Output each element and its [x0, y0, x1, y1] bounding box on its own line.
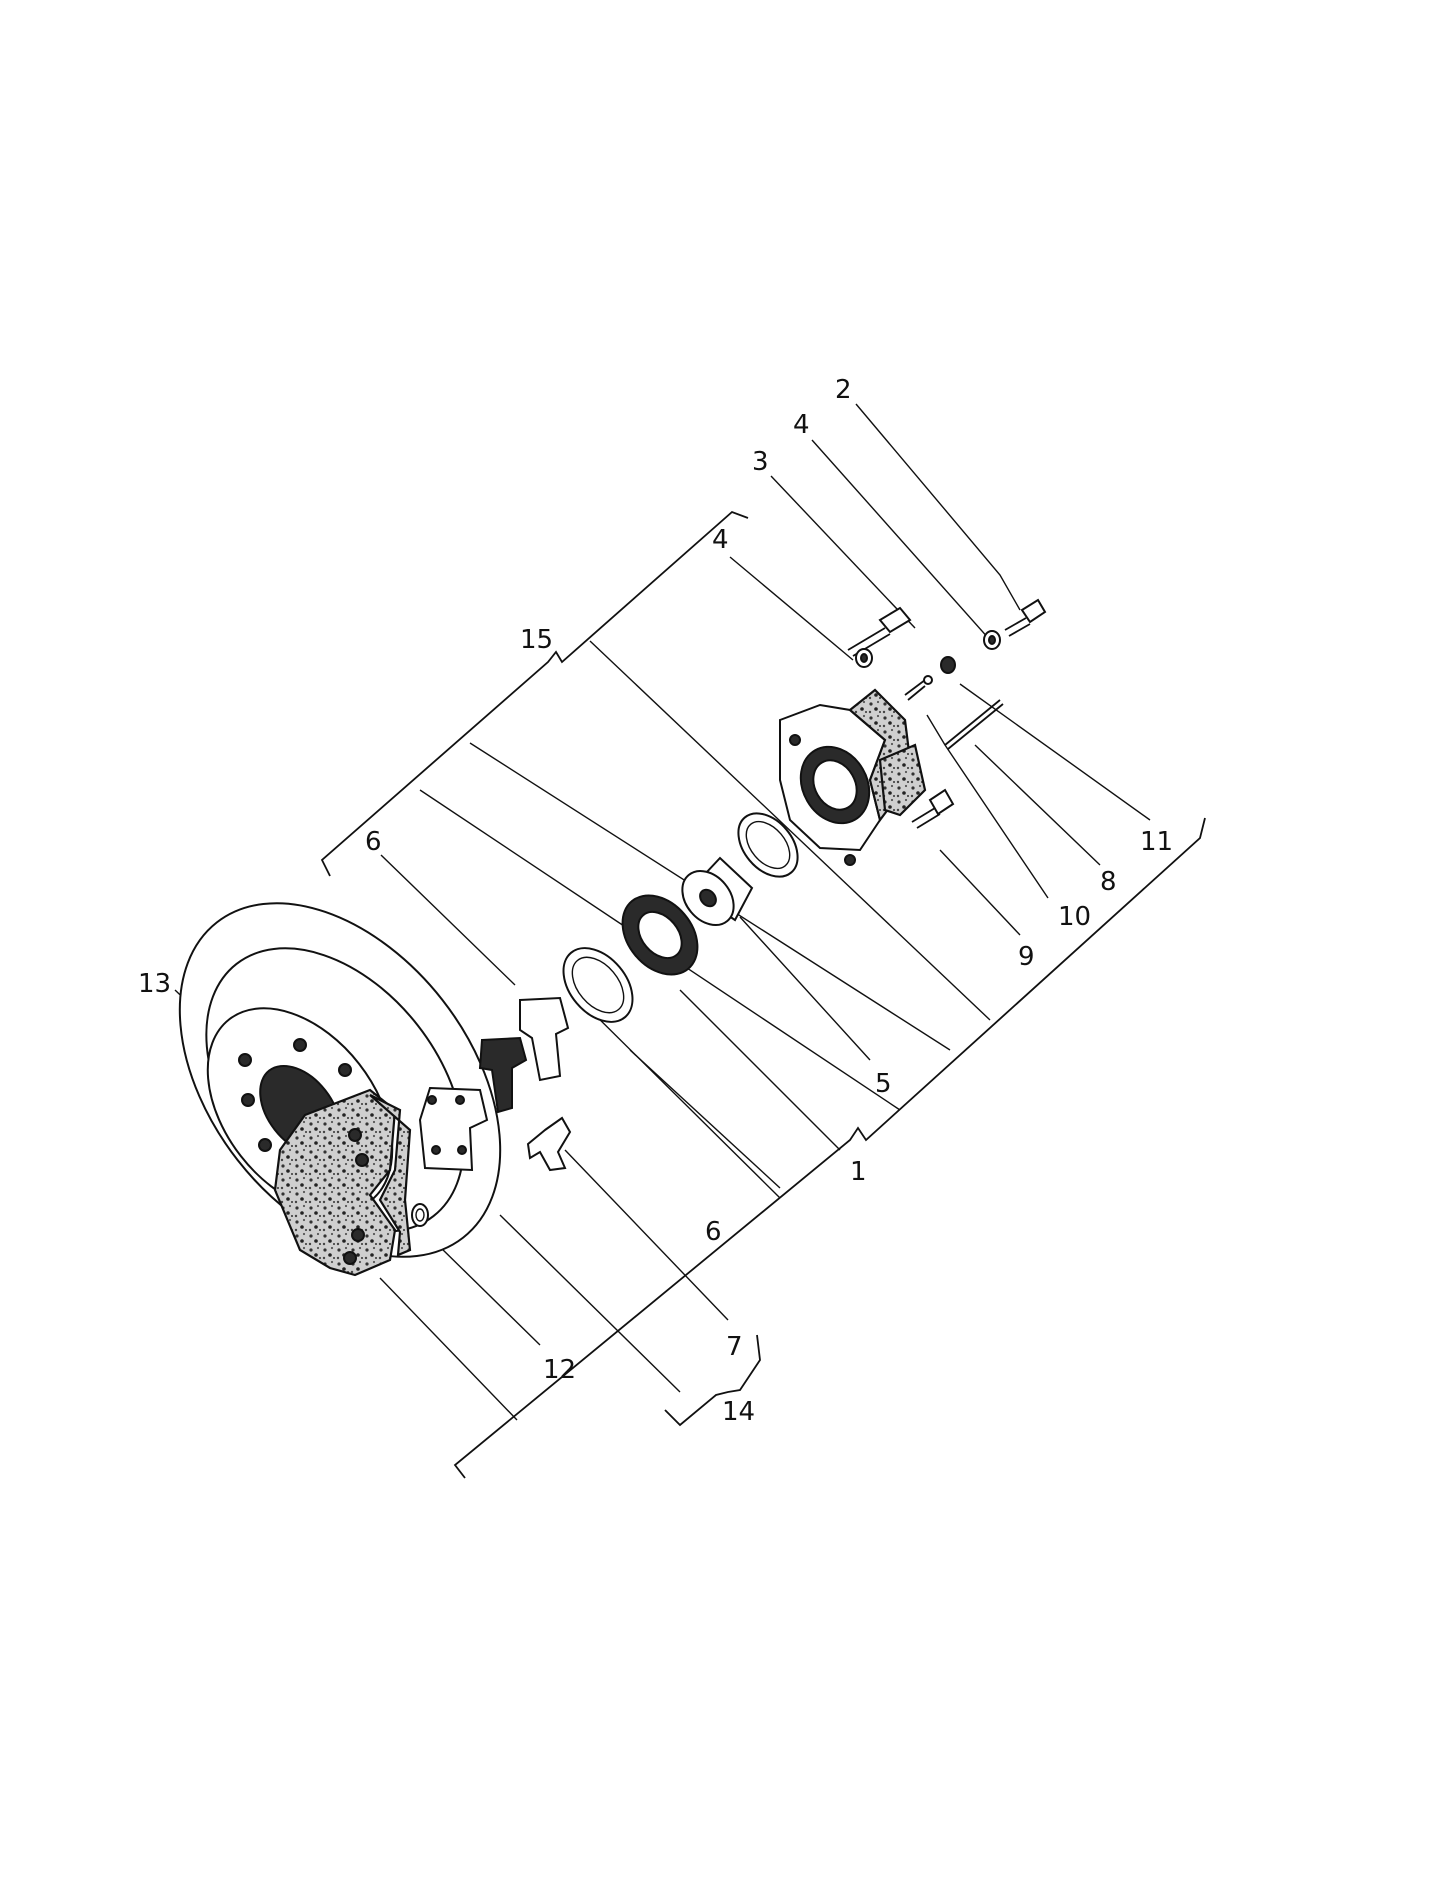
brake-pads: [418, 996, 570, 1172]
callout-5: 5: [875, 1069, 892, 1099]
brake-disc: [178, 902, 502, 1258]
callout-10: 10: [1058, 902, 1091, 932]
callout-9: 9: [1018, 942, 1035, 972]
bolts: [847, 598, 1047, 829]
caliper-housing-right: [779, 688, 927, 866]
callout-15: 15: [520, 625, 553, 655]
callout-8: 8: [1100, 867, 1117, 897]
seal-rings: [562, 812, 799, 1023]
callout-11: 11: [1140, 827, 1173, 857]
caliper-housing-left: [273, 1088, 412, 1277]
grouping-brackets: [320, 510, 1206, 1479]
callout-7: 7: [726, 1332, 743, 1362]
leader-lines: [174, 403, 1151, 1421]
washers: [855, 630, 1001, 668]
callout-6: 6: [365, 827, 382, 857]
dust-cap: [940, 656, 956, 674]
callout-13: 13: [138, 969, 171, 999]
piston: [681, 856, 754, 926]
callout-1: 1: [850, 1157, 867, 1187]
callout-4: 4: [712, 525, 729, 555]
callout-12: 12: [543, 1355, 576, 1385]
anti-rattle-spring: [526, 1116, 572, 1172]
callout-2: 2: [835, 375, 852, 405]
callout-14: 14: [722, 1397, 755, 1427]
callout-4: 4: [793, 410, 810, 440]
retaining-pin: [944, 699, 1004, 750]
callout-3: 3: [752, 447, 769, 477]
bleeder-screw: [904, 675, 933, 701]
callout-6: 6: [705, 1217, 722, 1247]
o-ring: [411, 1203, 429, 1227]
callout-labels: 2 4 3 4 15 6 13 11 8 10 9 5 1 6 12 7 14: [138, 375, 1173, 1427]
